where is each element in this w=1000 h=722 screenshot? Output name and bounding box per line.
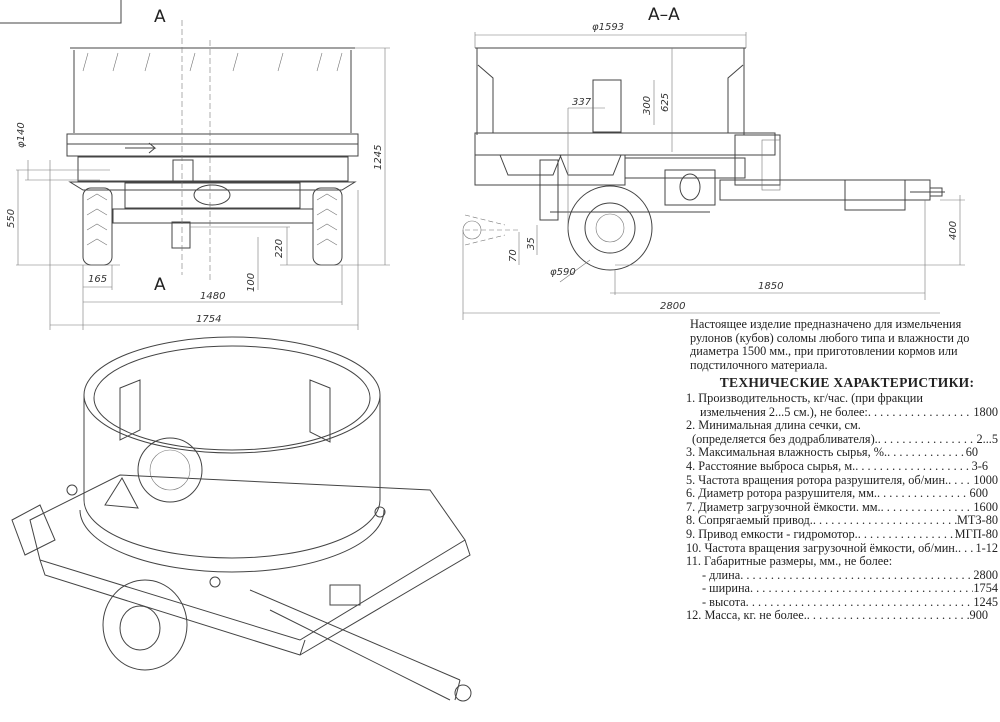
title-frame-corner bbox=[0, 0, 122, 24]
dim-35: 35 bbox=[526, 237, 537, 250]
spec-item: 6. Диаметр ротора разрушителя, мм. 600 bbox=[686, 487, 998, 501]
dim-165: 165 bbox=[88, 274, 107, 285]
section-mark-top: A bbox=[154, 7, 166, 27]
spec-item: - длина 2800 bbox=[686, 567, 998, 583]
specifications-block: Настоящее изделие предназначено для изме… bbox=[686, 317, 998, 623]
spec-label: - высота bbox=[702, 594, 746, 609]
spec-value: 1000 bbox=[973, 472, 998, 487]
left-wheel bbox=[82, 187, 113, 266]
spec-item: 3. Максимальная влажность сырья, %. 60 bbox=[686, 446, 998, 460]
spec-item: 10. Частота вращения загрузочной ёмкости… bbox=[686, 540, 998, 556]
product-description: Настоящее изделие предназначено для изме… bbox=[690, 317, 970, 372]
spec-value: 2800 bbox=[973, 567, 998, 582]
spec-label: 8. Сопрягаемый привод. bbox=[686, 513, 813, 528]
spec-label: 6. Диаметр ротора разрушителя, мм. bbox=[686, 486, 877, 501]
spec-item: 2. Минимальная длина сечки, см. bbox=[686, 418, 998, 433]
section-mark-bottom: A bbox=[154, 275, 166, 295]
dim-diameter-1593: φ1593 bbox=[592, 22, 624, 33]
dim-70: 70 bbox=[508, 249, 519, 262]
spec-value: 2...5 bbox=[976, 431, 998, 446]
spec-label: 11. Габаритные размеры, мм., не более: bbox=[686, 554, 893, 569]
dim-1850: 1850 bbox=[758, 281, 783, 292]
spec-item: - ширина 1754 bbox=[686, 582, 998, 596]
dim-400: 400 bbox=[948, 221, 959, 240]
specifications-title: ТЕХНИЧЕСКИЕ ХАРАКТЕРИСТИКИ: bbox=[719, 375, 975, 391]
dim-100: 100 bbox=[246, 273, 257, 292]
spec-label: 2. Минимальная длина сечки, см. bbox=[686, 418, 861, 433]
spec-label: 5. Частота вращения ротора разрушителя, … bbox=[686, 472, 949, 487]
spec-value: 1800 bbox=[973, 404, 998, 419]
spec-label: (определяется без додрабливателя). bbox=[692, 431, 878, 446]
spec-value: МГП-80 bbox=[954, 526, 998, 541]
dim-diameter-140: φ140 bbox=[16, 122, 27, 148]
spec-value: 3-6 bbox=[971, 458, 988, 473]
dim-1754: 1754 bbox=[196, 314, 221, 325]
spec-value: 600 bbox=[969, 486, 988, 501]
spec-item: 4. Расстояние выброса сырья, м. 3-6 bbox=[686, 458, 998, 474]
spec-label: 1. Производительность, кг/час. (при фрак… bbox=[686, 390, 923, 405]
dim-300: 300 bbox=[642, 96, 653, 115]
iso-wheel bbox=[102, 579, 188, 671]
spec-item-cont: (определяется без додрабливателя). 2...5 bbox=[686, 431, 998, 447]
dim-height: 1245 bbox=[373, 145, 384, 170]
spec-item-cont: измельчения 2...5 см.), не более: 1800 bbox=[686, 404, 998, 420]
spec-label: 10. Частота вращения загрузочной ёмкости… bbox=[686, 540, 958, 555]
spec-item: 1. Производительность, кг/час. (при фрак… bbox=[686, 390, 998, 406]
dim-wheel-diameter: φ590 bbox=[550, 267, 576, 278]
dim-550: 550 bbox=[6, 209, 17, 228]
right-wheel bbox=[312, 187, 343, 266]
spec-label: 7. Диаметр загрузочной ёмкости. мм. bbox=[686, 499, 881, 514]
isometric-view bbox=[11, 336, 472, 702]
spec-value: 900 bbox=[969, 608, 988, 623]
spec-value: 1600 bbox=[973, 499, 998, 514]
spec-item: 8. Сопрягаемый привод. МТЗ-80 bbox=[686, 514, 998, 528]
dim-2800: 2800 bbox=[660, 301, 685, 312]
spec-label: 12. Масса, кг. не более. bbox=[686, 608, 807, 623]
spec-label: 4. Расстояние выброса сырья, м. bbox=[686, 458, 856, 473]
spec-label: измельчения 2...5 см.), не более: bbox=[700, 404, 868, 419]
spec-item: 11. Габаритные размеры, мм., не более: bbox=[686, 554, 998, 569]
section-title: А–А bbox=[648, 5, 680, 25]
spec-value: 1-12 bbox=[975, 540, 998, 555]
spec-value: 1754 bbox=[973, 581, 998, 596]
spec-value: МТЗ-80 bbox=[957, 513, 998, 528]
spec-item: 5. Частота вращения ротора разрушителя, … bbox=[686, 472, 998, 488]
spec-item: 7. Диаметр загрузочной ёмкости. мм. 1600 bbox=[686, 499, 998, 515]
dim-625: 625 bbox=[660, 93, 671, 112]
spec-item: 12. Масса, кг. не более. 900 bbox=[686, 609, 998, 623]
front-view: A A 1245 550 φ140 165 1480 1754 220 100 bbox=[6, 7, 390, 330]
section-wheel bbox=[567, 185, 653, 271]
spec-label: - ширина bbox=[702, 581, 750, 596]
spec-label: 3. Максимальная влажность сырья, %. bbox=[686, 445, 888, 460]
dim-1480: 1480 bbox=[200, 291, 225, 302]
section-view: А–А φ1593 337 300 625 70 35 φ590 400 bbox=[462, 5, 965, 320]
spec-label: 9. Привод емкости - гидромотор. bbox=[686, 526, 858, 541]
spec-item: - высота 1245 bbox=[686, 594, 998, 610]
spec-value: 1245 bbox=[973, 594, 998, 609]
spec-value: 60 bbox=[965, 445, 978, 460]
spec-item: 9. Привод емкости - гидромотор. МГП-80 bbox=[686, 526, 998, 542]
dim-337: 337 bbox=[572, 97, 592, 108]
spec-label: - длина bbox=[702, 567, 741, 582]
dim-220: 220 bbox=[274, 239, 285, 258]
